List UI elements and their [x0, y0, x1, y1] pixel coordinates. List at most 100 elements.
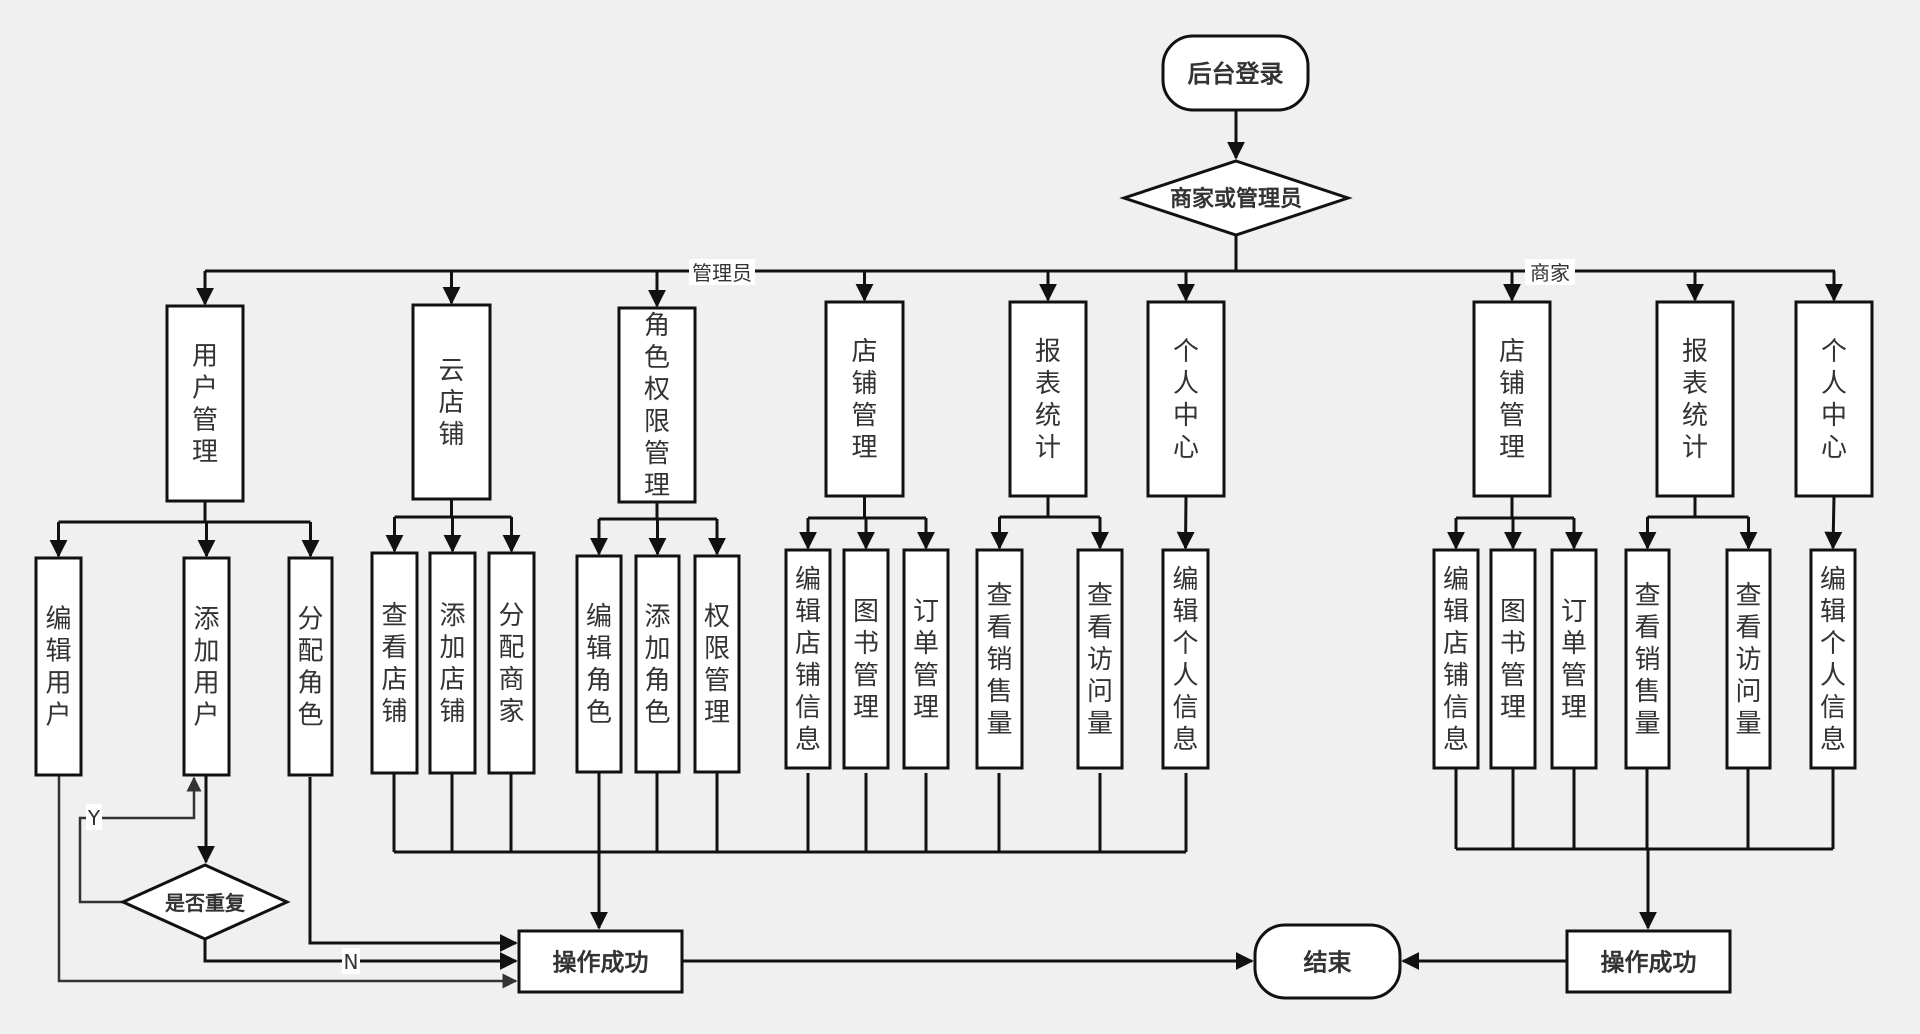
admin-module-cloud-store-shape: [411, 303, 492, 501]
merchant-success-node-label: 操作成功: [1601, 949, 1697, 977]
admin-action-user-mgmt-1-shape: [182, 556, 231, 777]
admin-action-cloud-store-2[interactable]: 分配商家: [487, 551, 536, 775]
admin-module-cloud-store[interactable]: 云店铺: [411, 303, 492, 501]
merchant-action-m-store-mgmt-0[interactable]: 编辑店铺信息: [1432, 548, 1480, 770]
admin-action-store-mgmt-0[interactable]: 编辑店铺信息: [784, 548, 832, 770]
admin-action-user-mgmt-0-shape: [34, 556, 83, 777]
admin-module-personal[interactable]: 个人中心: [1146, 300, 1226, 498]
merchant-action-m-store-mgmt-1[interactable]: 图书管理: [1489, 548, 1537, 770]
admin-module-user-mgmt-label: 用户管理: [192, 342, 218, 468]
merchant-module-m-report-label: 报表统计: [1682, 337, 1708, 463]
admin-action-cloud-store-0-shape: [370, 551, 419, 775]
admin-action-store-mgmt-1-shape: [842, 548, 890, 770]
merchant-action-m-store-mgmt-2[interactable]: 订单管理: [1550, 548, 1598, 770]
edges-layer: [49, 110, 1843, 989]
start-node-login[interactable]: 后台登录: [1161, 34, 1310, 112]
merchant-action-m-store-mgmt-1-shape: [1489, 548, 1537, 770]
admin-action-personal-0[interactable]: 编辑个人信息: [1161, 548, 1210, 770]
merchant-success-node[interactable]: 操作成功: [1565, 929, 1732, 994]
admin-action-cloud-store-0-label: 查看店铺: [381, 601, 407, 727]
merchant-module-m-report[interactable]: 报表统计: [1655, 300, 1735, 498]
edge-label-no-bg: [342, 948, 360, 974]
admin-action-user-mgmt-1-label: 添加用户: [193, 605, 219, 731]
admin-success-node-label: 操作成功: [553, 949, 649, 977]
admin-action-cloud-store-2-label: 分配商家: [498, 601, 524, 727]
edge-label-no-text: N: [344, 950, 359, 974]
admin-action-user-mgmt-2-label: 分配角色: [297, 605, 323, 731]
admin-module-store-mgmt-shape: [824, 300, 905, 498]
branch-label-admin-bg: [689, 259, 755, 285]
merchant-module-m-personal-shape: [1794, 300, 1874, 498]
admin-action-store-mgmt-1[interactable]: 图书管理: [842, 548, 890, 770]
merchant-action-m-personal-0[interactable]: 编辑个人信息: [1809, 548, 1857, 770]
admin-success-node[interactable]: 操作成功: [517, 929, 684, 994]
admin-action-cloud-store-0[interactable]: 查看店铺: [370, 551, 419, 775]
merchant-action-m-report-0-shape: [1624, 548, 1671, 770]
merchant-action-m-store-mgmt-2-shape: [1550, 548, 1598, 770]
admin-action-cloud-store-1-shape: [428, 551, 477, 775]
admin-action-report-1-shape: [1076, 548, 1124, 770]
merchant-action-m-report-1-shape: [1725, 548, 1772, 770]
admin-action-role-perm-2[interactable]: 权限管理: [693, 554, 741, 774]
edge-assignrole-to-success: [308, 777, 518, 952]
end-node-shape: [1253, 923, 1402, 1000]
admin-module-report[interactable]: 报表统计: [1008, 300, 1088, 498]
admin-action-role-perm-0-shape: [575, 554, 623, 774]
admin-action-cloud-store-2-shape: [487, 551, 536, 775]
merchant-action-m-personal-0-shape: [1809, 548, 1857, 770]
end-node[interactable]: 结束: [1253, 923, 1402, 1000]
edge-edituser-to-success: [57, 775, 518, 989]
branch-label-merchant-text: 商家: [1530, 261, 1570, 285]
branch-label-admin: 管理员: [689, 259, 755, 285]
merchant-action-m-report-0-label: 查看销售量: [1634, 581, 1660, 739]
admin-action-store-mgmt-2-shape: [902, 548, 950, 770]
admin-action-store-mgmt-2-label: 订单管理: [913, 597, 939, 723]
decision-role-label: 商家或管理员: [1170, 186, 1302, 212]
admin-action-cloud-store-1[interactable]: 添加店铺: [428, 551, 477, 775]
decision-role[interactable]: 商家或管理员: [1119, 159, 1353, 237]
admin-action-personal-0-shape: [1161, 548, 1210, 770]
merchant-action-m-report-0[interactable]: 查看销售量: [1624, 548, 1671, 770]
merchant-action-m-store-mgmt-0-label: 编辑店铺信息: [1443, 565, 1469, 755]
start-node-login-shape: [1161, 34, 1310, 112]
merchant-action-m-report-1-label: 查看访问量: [1735, 581, 1761, 739]
admin-action-store-mgmt-0-label: 编辑店铺信息: [795, 565, 821, 755]
admin-action-personal-0-label: 编辑个人信息: [1172, 565, 1198, 755]
decision-duplicate[interactable]: 是否重复: [119, 863, 291, 941]
admin-module-report-shape: [1008, 300, 1088, 498]
admin-module-report-label: 报表统计: [1035, 337, 1061, 463]
admin-action-role-perm-1-shape: [634, 554, 681, 774]
admin-module-store-mgmt[interactable]: 店铺管理: [824, 300, 905, 498]
branch-label-admin-text: 管理员: [692, 261, 752, 285]
admin-module-personal-label: 个人中心: [1173, 337, 1199, 463]
admin-action-user-mgmt-1[interactable]: 添加用户: [182, 556, 231, 777]
edge-label-yes-text: Y: [87, 806, 101, 830]
edge-label-yes: Y: [86, 804, 102, 830]
admin-action-role-perm-0-label: 编辑角色: [586, 602, 612, 728]
admin-action-user-mgmt-2-shape: [287, 556, 334, 777]
admin-action-store-mgmt-1-label: 图书管理: [853, 597, 879, 723]
admin-module-user-mgmt[interactable]: 用户管理: [165, 304, 245, 503]
merchant-module-m-store-mgmt-label: 店铺管理: [1499, 337, 1525, 463]
merchant-module-m-store-mgmt[interactable]: 店铺管理: [1472, 300, 1552, 498]
admin-action-user-mgmt-2[interactable]: 分配角色: [287, 556, 334, 777]
merchant-action-m-store-mgmt-2-label: 订单管理: [1561, 597, 1587, 723]
admin-module-cloud-store-label: 云店铺: [438, 356, 464, 450]
merchant-action-m-personal-0-label: 编辑个人信息: [1820, 565, 1846, 755]
admin-action-role-perm-0[interactable]: 编辑角色: [575, 554, 623, 774]
admin-action-user-mgmt-0[interactable]: 编辑用户: [34, 556, 83, 777]
merchant-module-m-personal[interactable]: 个人中心: [1794, 300, 1874, 498]
admin-action-report-0[interactable]: 查看销售量: [975, 548, 1024, 770]
admin-action-role-perm-1[interactable]: 添加角色: [634, 554, 681, 774]
admin-action-report-1[interactable]: 查看访问量: [1076, 548, 1124, 770]
merchant-action-m-report-1[interactable]: 查看访问量: [1725, 548, 1772, 770]
admin-module-user-mgmt-shape: [165, 304, 245, 503]
admin-action-store-mgmt-2[interactable]: 订单管理: [902, 548, 950, 770]
branch-label-merchant-bg: [1525, 259, 1575, 285]
admin-action-report-1-label: 查看访问量: [1087, 581, 1113, 739]
admin-module-role-perm[interactable]: 角色权限管理: [617, 306, 697, 504]
merchant-module-m-store-mgmt-shape: [1472, 300, 1552, 498]
edge-dup-yes: [78, 776, 202, 904]
